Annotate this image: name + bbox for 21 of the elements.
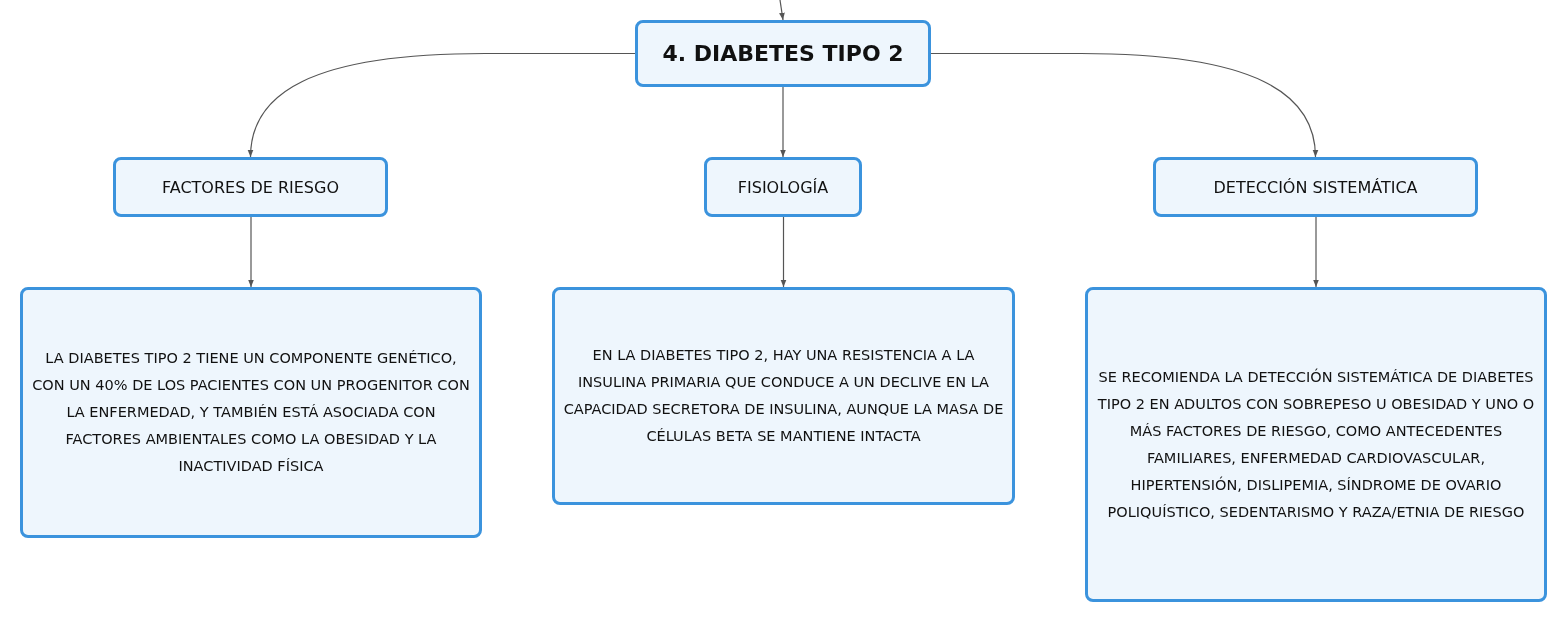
topic-box [635,20,931,87]
connector-arrow [779,0,785,21]
node-text: FISIOLOGÍA [737,177,829,197]
node-text: SE RECOMIENDA LA DETECCIÓN SISTEMÁTICA DE DIABETES TIPO 2 EN ADULTOS CON SOBREPESO U OBESIDAD Y UNO O MÁS FACTORES DE RIESGO, COMO ANTECEDENTES FAMILIARES, ENFERMEDAD CARDIOVASCULAR, HIPERTENSIÓN, DISLIPEMIA, SÍNDROME DE OVARIO POLIQUÍSTICO, SEDENTARISMO Y RAZA/ETNIA DE RIESGO [1096,367,1536,522]
connector-arrow [248,216,254,288]
subtopic-box [704,157,862,217]
node-text: 4. DIABETES TIPO 2 [662,41,904,66]
node-text: DETECCIÓN SISTEMÁTICA [1213,177,1418,197]
description-box [552,287,1015,505]
node-text: FACTORES DE RIESGO [162,177,339,197]
description-box [20,287,482,538]
connector-arrow [248,52,636,158]
description-box [1085,287,1547,602]
connector-arrow [780,216,787,288]
connector-arrow [780,86,786,158]
subtopic-box [113,157,388,217]
node-text: LA DIABETES TIPO 2 TIENE UN COMPONENTE GENÉTICO, CON UN 40% DE LOS PACIENTES CON UN PROGENITOR CON LA ENFERMEDAD, Y TAMBIÉN ESTÁ ASOCIADA CON FACTORES AMBIENTALES COMO LA OBESIDAD Y LA INACTIVIDAD FÍSICA [31,349,471,476]
connector-arrow [930,52,1318,158]
node-text: EN LA DIABETES TIPO 2, HAY UNA RESISTENCIA A LA INSULINA PRIMARIA QUE CONDUCE A UN DECLIVE EN LA CAPACIDAD SECRETORA DE INSULINA, AUNQUE LA MASA DE CÉLULAS BETA SE MANTIENE INTACTA [562,346,1005,446]
connector-arrow [1313,216,1319,288]
subtopic-box [1153,157,1478,217]
